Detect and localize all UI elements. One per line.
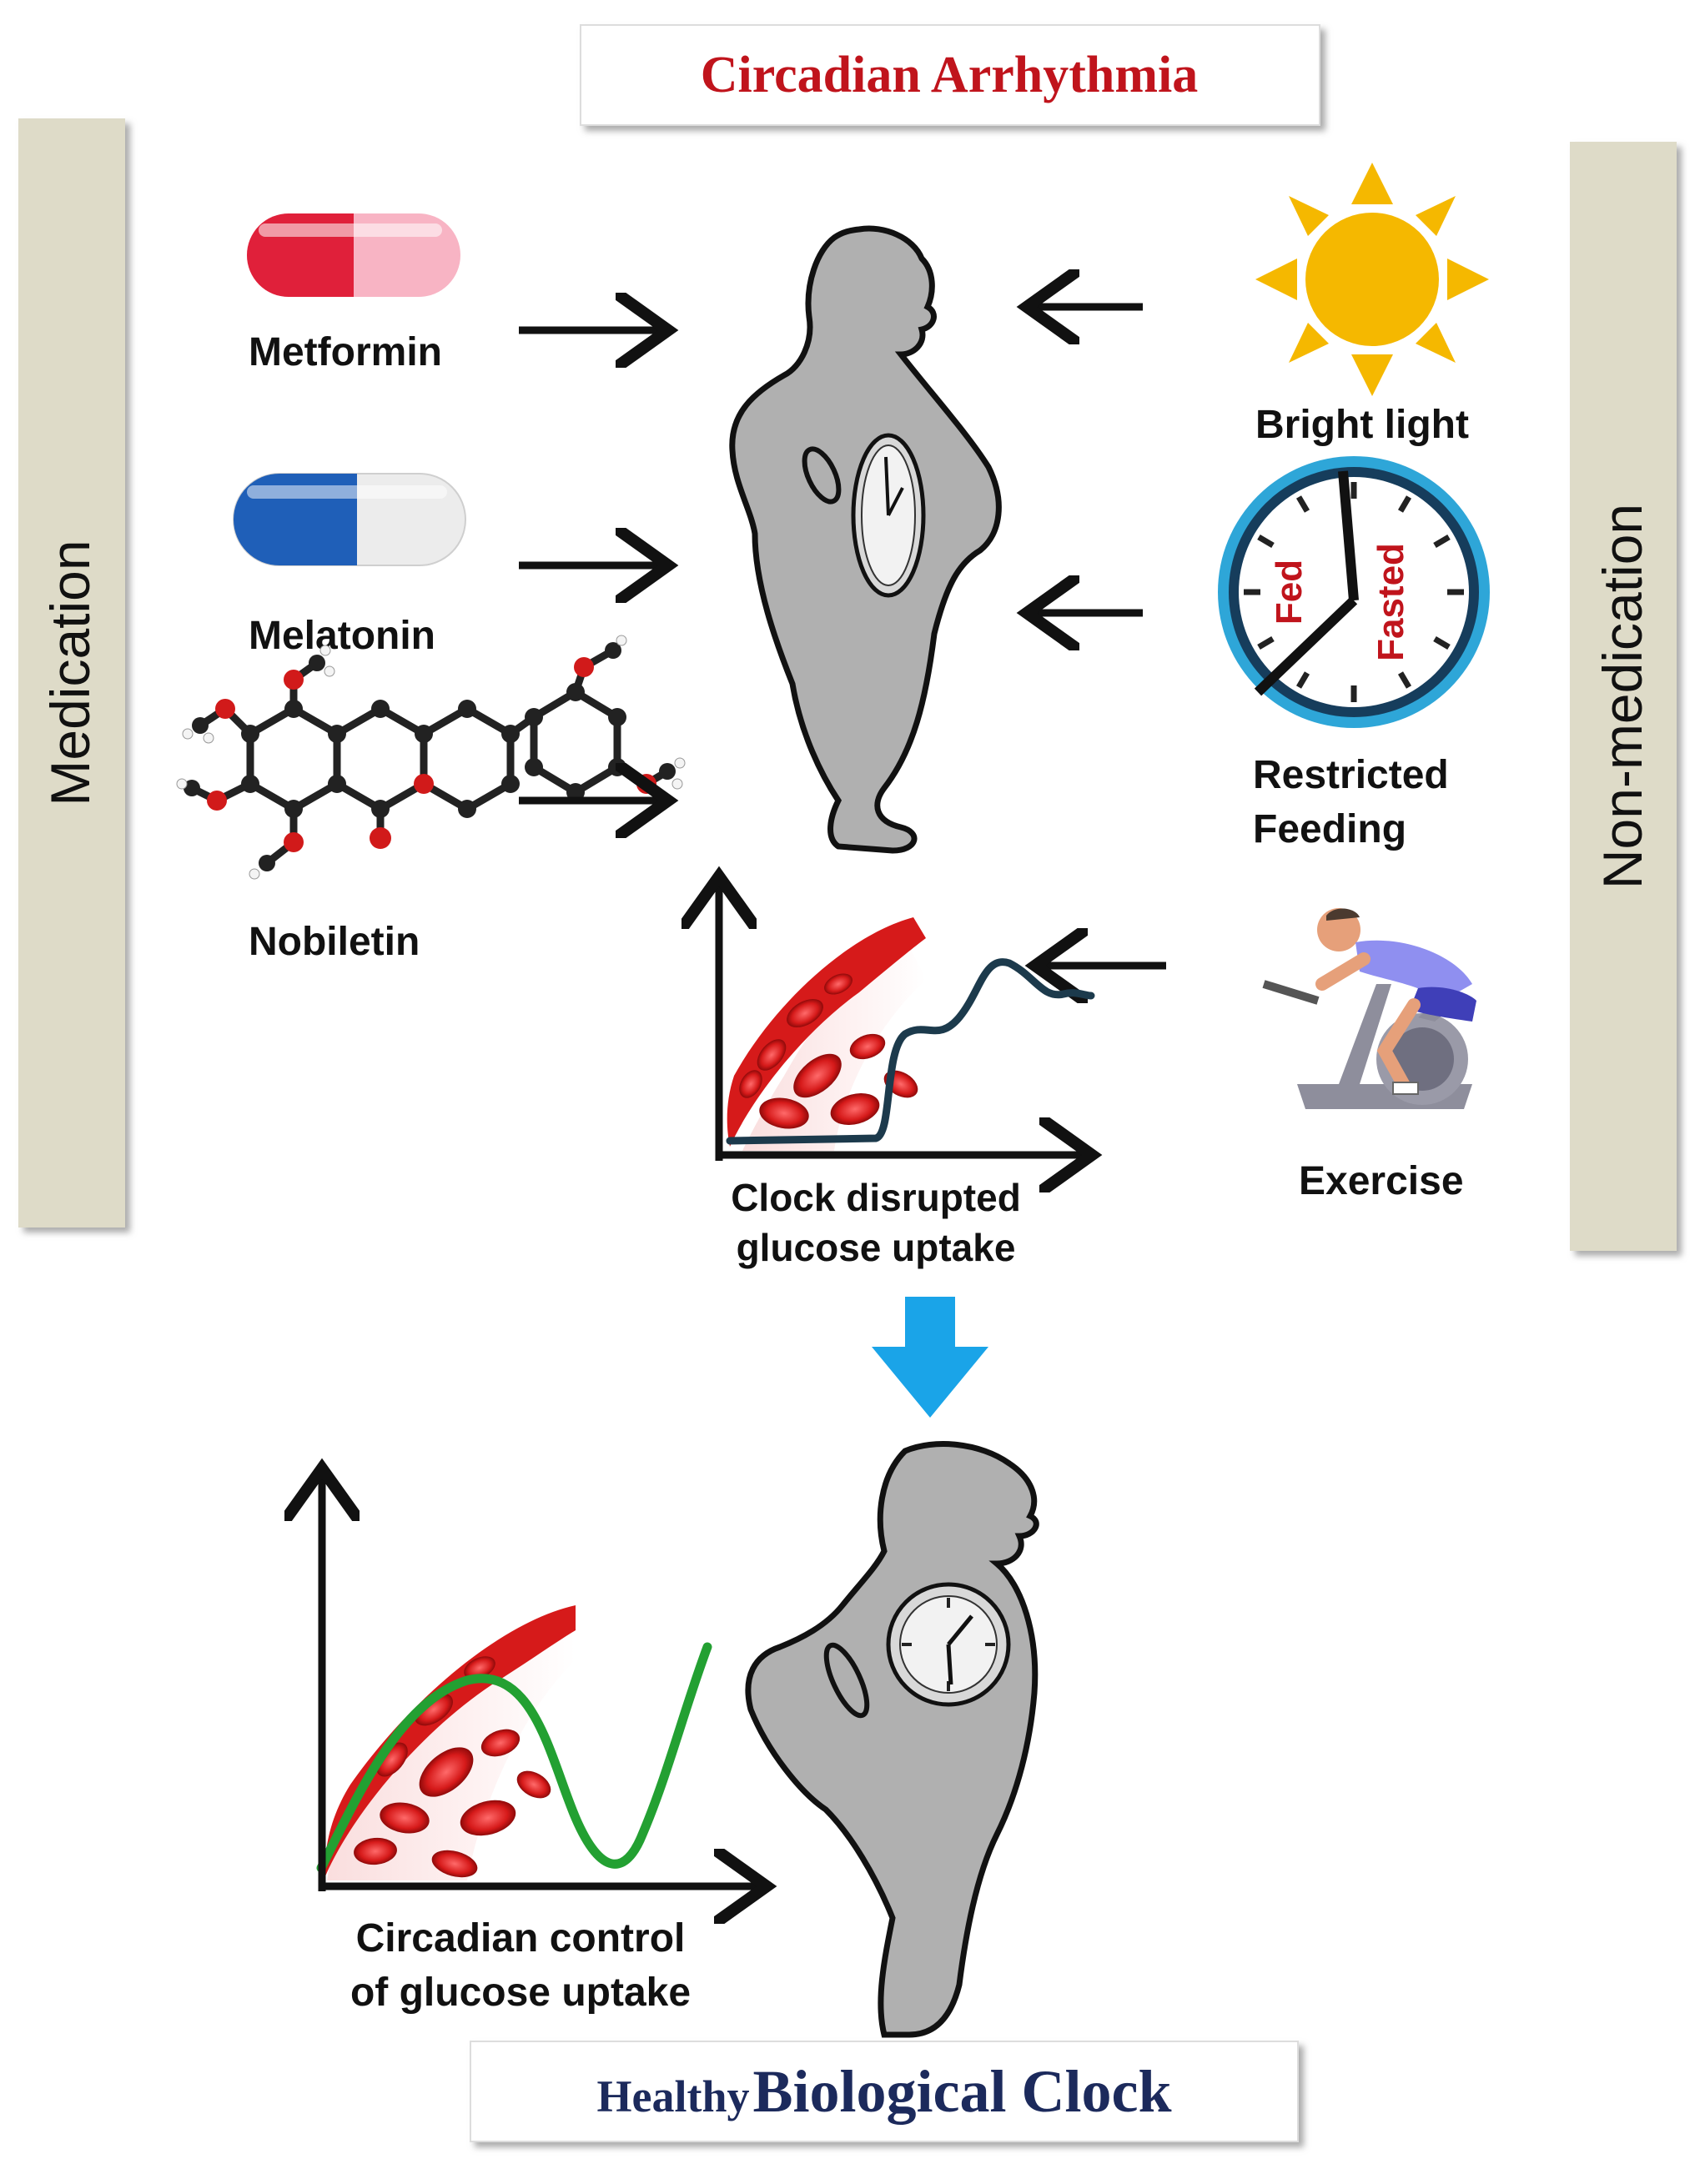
arrows-non-medication [1034,307,1166,966]
side-label-medication: Medication [39,540,101,806]
molecule-icon-nobiletin [176,635,686,880]
label-nobiletin: Nobiletin [249,920,420,964]
title-healthy: Healthy [597,2071,750,2121]
capsule-icon-metformin [247,213,460,297]
side-panel-non-medication: Non-medication [1570,142,1677,1251]
graph-disrupted-label-line1: Clock disrupted [731,1176,1021,1219]
label-feeding: Feeding [1253,807,1406,851]
graph-circadian-control [319,1476,759,1891]
label-bright-light: Bright light [1255,403,1469,447]
clock-icon-restricted-feeding: Fed Fasted [1218,456,1490,728]
title-box-top: Circadian Arrhythmia [580,24,1320,126]
label-exercise: Exercise [1299,1159,1464,1203]
side-label-non-medication: Non-medication [1592,504,1653,889]
label-melatonin: Melatonin [249,614,435,658]
human-silhouette-icon-disrupted [729,225,1002,854]
capsule-icon-melatonin [233,473,466,566]
clock-icon-healthy [886,1582,1011,1707]
clock-label-fed: Fed [1269,560,1310,625]
graph-disrupted-label-line2: glucose uptake [737,1226,1016,1269]
clock-label-fasted: Fasted [1371,543,1411,661]
down-arrow-icon [872,1297,988,1418]
sun-icon [1255,163,1489,396]
title-box-bottom: Healthy Biological Clock [470,2041,1299,2142]
svg-text:Healthy Biologic: Healthy Biological Clock [597,2058,1172,2125]
graph-clock-disrupted [716,884,1091,1161]
side-panel-medication: Medication [18,118,125,1228]
arrows-medication-to-body [519,330,661,801]
label-metformin: Metformin [249,330,442,374]
graph-healthy-label-line1: Circadian control [356,1916,686,1961]
title-circadian-arrhythmia: Circadian Arrhythmia [701,47,1198,103]
label-restricted: Restricted [1253,753,1449,797]
clock-icon-disrupted [851,433,926,598]
title-biological-clock: Biological Clock [753,2058,1172,2125]
human-silhouette-icon-healthy [745,1441,1039,2038]
graph-healthy-label-line2: of glucose uptake [350,1971,691,2015]
exercise-bike-icon [1262,908,1476,1109]
